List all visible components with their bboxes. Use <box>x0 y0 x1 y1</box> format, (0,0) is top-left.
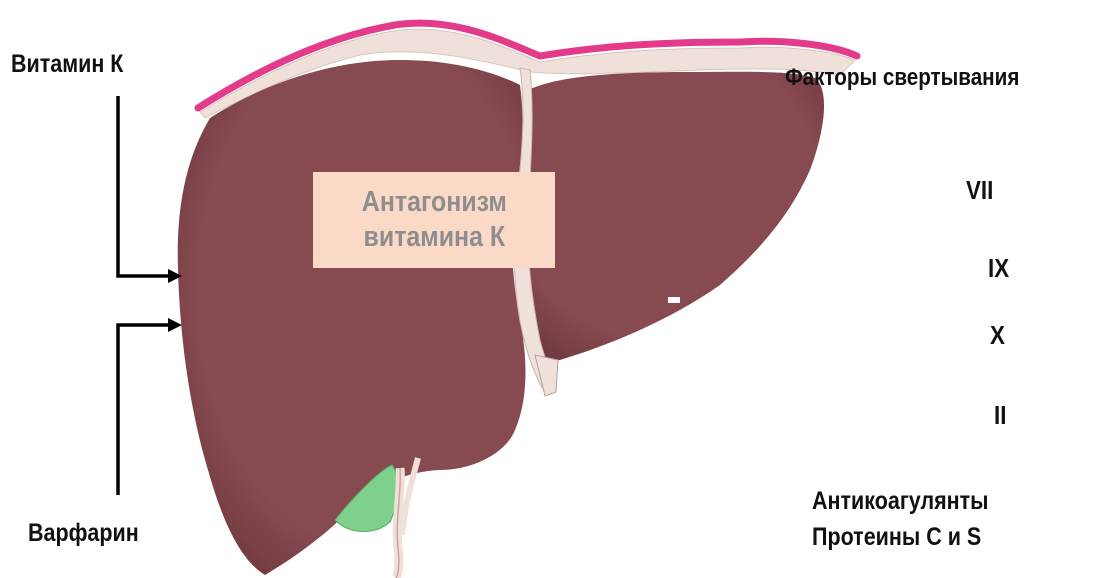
antagonism-box: Антагонизм витамина К <box>313 172 555 268</box>
antagonism-line2: витамина К <box>363 220 505 255</box>
factor-x: X <box>990 320 1005 351</box>
vitamin-k-arrow <box>118 96 170 276</box>
warfarin-arrowhead <box>168 318 182 332</box>
factor-ix: IX <box>988 253 1009 284</box>
antagonism-line1: Антагонизм <box>361 185 506 220</box>
anticoag-line1: Антикоагулянты <box>812 483 1010 519</box>
factor-ii: II <box>994 400 1006 431</box>
anticoag-line2: Протеины C и S <box>812 519 1010 555</box>
warfarin-label: Варфарин <box>28 519 139 548</box>
left-lobe <box>528 72 824 361</box>
anticoagulants-block: Антикоагулянты Протеины C и S <box>812 483 1042 555</box>
notch-mark <box>668 297 680 303</box>
right-lobe <box>178 60 526 575</box>
warfarin-arrow <box>118 325 170 495</box>
vitamin-k-label: Витамин К <box>11 50 123 79</box>
factor-vii: VII <box>966 175 993 206</box>
coag-factors-title: Факторы свертывания <box>785 64 1019 92</box>
